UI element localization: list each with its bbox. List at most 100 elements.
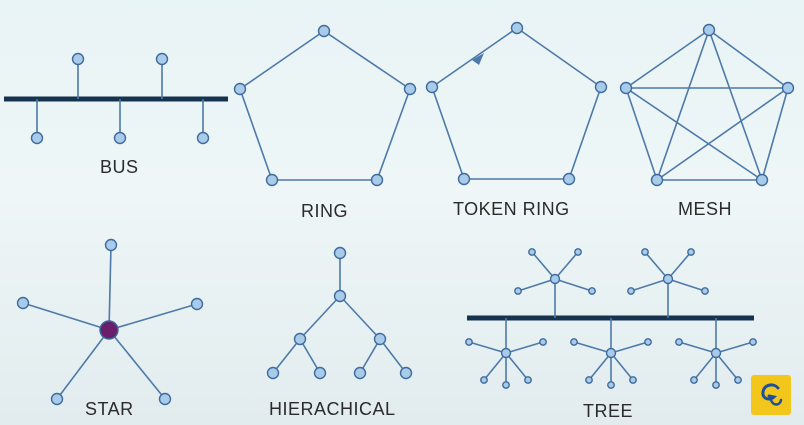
mesh-node (755, 173, 769, 187)
token-ring-link (431, 86, 465, 180)
tree-upper-star-leaf (627, 287, 635, 295)
mesh-link (656, 29, 710, 181)
tree-lower-star-leaf (607, 381, 615, 389)
label-tree: TREE (583, 401, 634, 421)
tree-sub-link (610, 341, 649, 354)
label-bus: BUS (100, 157, 139, 177)
label-hierachical: HIERACHICAL (269, 399, 396, 419)
mesh-node (781, 81, 795, 95)
hierarchy-node (313, 366, 327, 380)
label-mesh: MESH (678, 199, 733, 219)
star-link (56, 329, 110, 400)
mesh-link (625, 29, 710, 89)
tree-sub-link (588, 352, 612, 381)
mesh-link (761, 87, 789, 181)
tree-upper-star-hub (549, 273, 561, 285)
tree-sub-link (644, 251, 669, 280)
token-ring-node (510, 21, 524, 35)
mesh-link (708, 29, 763, 181)
tree-sub-link (610, 352, 634, 381)
tree-upper-star-leaf (641, 248, 649, 256)
token-ring-node (457, 172, 471, 186)
tree-sub-link (715, 341, 754, 354)
tree-lower-star-hub (710, 347, 722, 359)
tree-lower-star-leaf (644, 338, 652, 346)
token-ring-link (568, 86, 602, 180)
ring-link (323, 30, 411, 90)
hierarchy-node (373, 332, 387, 346)
tree-lower-star-leaf (629, 376, 637, 384)
label-token-ring: TOKEN RING (453, 199, 570, 219)
tree-lower-star-leaf (734, 376, 742, 384)
hierarchy-link (272, 338, 301, 374)
tree-lower-star-leaf (570, 338, 578, 346)
tree-upper-star-hub (662, 273, 674, 285)
star-node (190, 297, 204, 311)
tree-upper-star-leaf (701, 287, 709, 295)
tree-lower-star-leaf (749, 338, 757, 346)
token-ring-node (425, 80, 439, 94)
hierarchy-node (399, 366, 413, 380)
token-ring-link (516, 27, 602, 88)
token-ring-node (594, 80, 608, 94)
tree-lower-star-leaf (539, 338, 547, 346)
mesh-node (619, 81, 633, 95)
label-star: STAR (85, 399, 134, 419)
star-hub-node (99, 320, 119, 340)
tree-lower-star-leaf (675, 338, 683, 346)
tree-lower-star-hub (605, 347, 617, 359)
tree-sub-link (573, 341, 612, 354)
tree-upper-star-leaf (514, 287, 522, 295)
hierarchy-node (293, 332, 307, 346)
star-link (108, 303, 198, 331)
hierarchy-node (333, 289, 347, 303)
star-node (158, 392, 172, 406)
ring-node (370, 173, 384, 187)
ring-link (239, 88, 273, 181)
star-node (50, 392, 64, 406)
star-node (16, 296, 30, 310)
hierarchy-link (359, 338, 381, 374)
hierarchy-node (353, 366, 367, 380)
ring-node (233, 82, 247, 96)
tree-sub-link (531, 251, 556, 280)
token-ring-link (431, 27, 518, 88)
tree-sub-link (517, 278, 556, 292)
bus-node (196, 131, 210, 145)
tree-sub-link (715, 352, 739, 381)
mesh-link (708, 29, 789, 89)
tree-lower-star-hub (500, 347, 512, 359)
tree-sub-link (505, 352, 529, 381)
tree-lower-star-leaf (690, 376, 698, 384)
tree-sub-link (483, 352, 507, 381)
tree-lower-star-leaf (480, 376, 488, 384)
tree-upper-star-leaf (687, 248, 695, 256)
tree-sub-link (505, 341, 544, 354)
ring-link (239, 30, 325, 90)
tree-lower-star-leaf (502, 381, 510, 389)
mesh-link (625, 87, 763, 181)
tree-upper-star-leaf (528, 248, 536, 256)
tree-lower-star-leaf (524, 376, 532, 384)
star-link (108, 244, 112, 331)
tree-sub-link (468, 341, 507, 354)
hierarchy-node (333, 246, 347, 260)
tree-sub-link (667, 278, 706, 292)
tree-sub-link (678, 341, 717, 354)
star-link (108, 329, 166, 400)
tree-sub-link (667, 251, 692, 280)
brand-logo-icon (761, 383, 783, 406)
label-ring: RING (301, 201, 348, 221)
tree-sub-link (554, 278, 593, 292)
mesh-node (650, 173, 664, 187)
hierarchy-link (299, 295, 341, 340)
bus-node (30, 131, 44, 145)
mesh-link (625, 87, 658, 181)
ring-node (317, 24, 331, 38)
tree-lower-star-leaf (465, 338, 473, 346)
tree-sub-link (630, 278, 669, 292)
token-ring-node (562, 172, 576, 186)
hierarchy-link (379, 338, 407, 374)
